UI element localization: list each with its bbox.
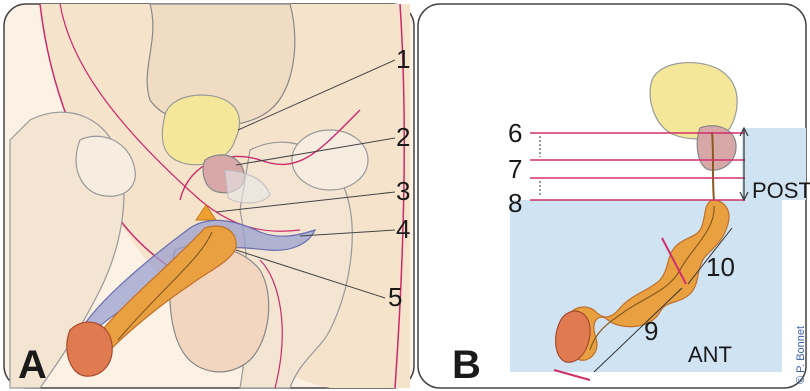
callout-4: 4 [396,214,410,244]
ant-zone-edge [742,200,782,372]
callout-2: 2 [396,122,410,152]
segment-10: 10 [706,252,735,282]
post-label: POST [752,178,810,203]
segment-9: 9 [644,316,658,346]
credit-text: © P. Bonnet [795,326,807,384]
level-7: 7 [508,154,522,184]
ant-label: ANT [688,342,732,367]
level-6: 6 [508,118,522,148]
panel-a-label: A [18,343,47,387]
bladder-b [650,63,737,139]
callout-1: 1 [396,44,410,74]
glans [67,322,112,376]
callout-5: 5 [388,282,402,312]
panel-b-label: B [452,343,481,387]
callout-3: 3 [396,176,410,206]
level-8: 8 [508,188,522,218]
